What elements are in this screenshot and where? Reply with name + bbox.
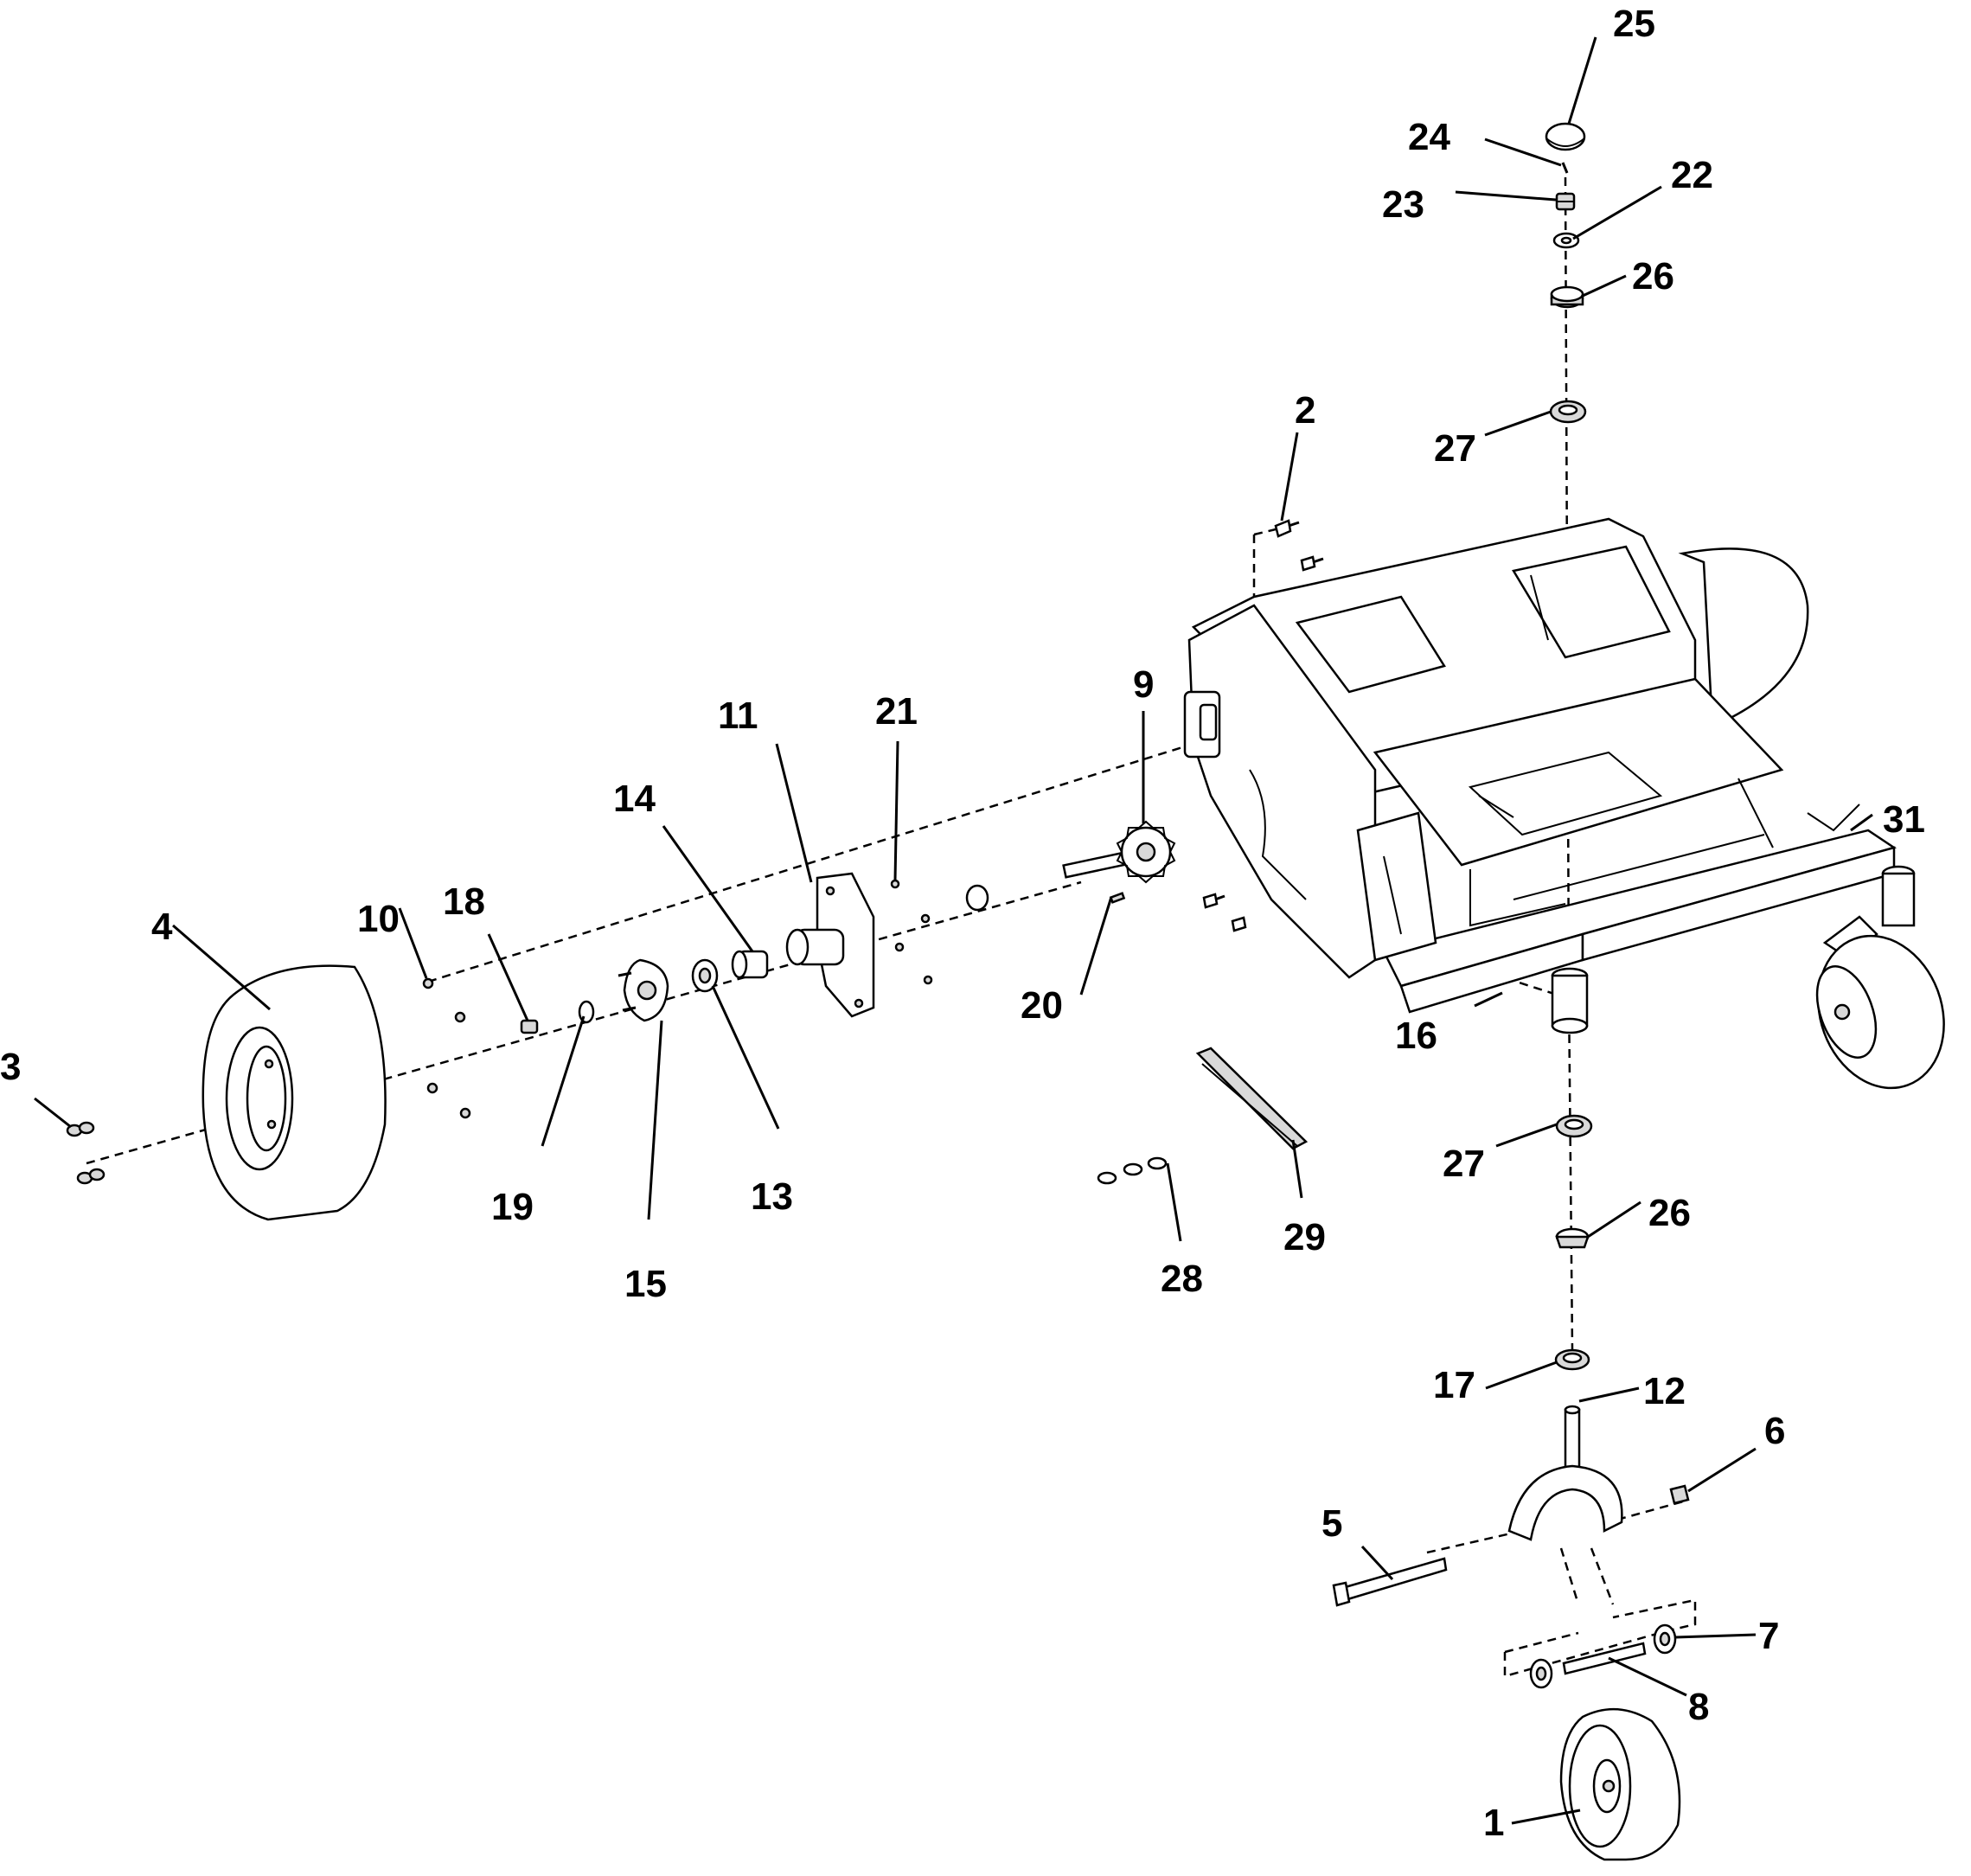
callout-31: 31 [1883,798,1925,841]
callout-3: 3 [0,1046,21,1088]
cotter-pin-part-24 [1561,162,1569,174]
bearing-plate-part-11 [785,872,875,1018]
chain-part-29 [1195,1047,1309,1150]
callout-13: 13 [751,1175,793,1218]
master-link-part-28 [1097,1156,1168,1185]
mower-frame-part-16 [1183,517,1916,1034]
caster-wheel-part-31 [1815,915,1945,1090]
callout-11: 11 [718,695,758,737]
callout-24: 24 [1408,116,1450,158]
callout-29: 29 [1283,1216,1326,1258]
callout-27-bottom: 27 [1443,1143,1485,1185]
sprocket-axle-part-9 [1062,820,1176,884]
cap-part-25 [1545,122,1586,151]
callout-27-top: 27 [1434,427,1476,470]
axle-part-8 [1529,1642,1647,1689]
callout-1: 1 [1483,1802,1504,1844]
callout-6: 6 [1764,1410,1785,1452]
callout-19: 19 [491,1186,534,1228]
callout-26-top: 26 [1632,255,1674,298]
callout-26-bottom: 26 [1648,1192,1691,1234]
callout-25: 25 [1613,3,1655,45]
spacer-part-7 [1653,1623,1677,1655]
nut-part-18 [520,1019,539,1034]
seal-part-17 [1554,1348,1590,1371]
callout-12: 12 [1643,1370,1686,1412]
nut-part-23 [1555,192,1576,211]
callout-17: 17 [1433,1364,1475,1406]
callout-14: 14 [613,778,656,820]
caster-fork-part-12 [1507,1405,1623,1541]
callout-10: 10 [357,898,400,940]
callout-20: 20 [1021,984,1063,1027]
bearing-part-26-bottom [1555,1227,1590,1249]
tire-part-4 [202,964,387,1221]
spacer-part-13 [691,958,719,993]
bolts-part-2 [1202,519,1324,932]
bolts-part-21 [890,879,989,985]
assembly-axes [86,176,1697,1678]
callout-5: 5 [1321,1502,1342,1545]
washer-part-22 [1552,232,1580,249]
nut-part-6 [1669,1484,1690,1505]
bearing-part-26-top [1550,285,1584,309]
callout-18: 18 [443,880,485,923]
bushing-part-14 [731,950,769,979]
bearing-race-part-27-bottom [1555,1114,1593,1138]
leader-lines [34,36,1873,1825]
callout-21: 21 [875,690,918,733]
axle-bolt-part-5 [1332,1557,1448,1607]
callout-22: 22 [1671,154,1713,196]
callout-labels: 1 2 3 4 5 6 7 8 9 10 11 12 13 14 15 16 1… [0,3,1925,1844]
wheel-studs-part-10 [422,977,471,1119]
callout-15: 15 [624,1263,667,1305]
lug-nuts-part-3 [66,1121,106,1185]
bearing-race-part-27-top [1549,400,1587,424]
callout-28: 28 [1161,1258,1203,1300]
caster-wheel-part-1 [1559,1707,1681,1861]
callout-16: 16 [1395,1015,1437,1057]
callout-4: 4 [151,906,173,948]
key-part-20 [1109,892,1126,904]
callout-7: 7 [1758,1615,1779,1657]
callout-8: 8 [1688,1686,1709,1728]
callout-9: 9 [1133,663,1154,706]
hub-part-15 [618,958,669,1022]
callout-23: 23 [1382,183,1424,226]
callout-2: 2 [1295,389,1315,432]
